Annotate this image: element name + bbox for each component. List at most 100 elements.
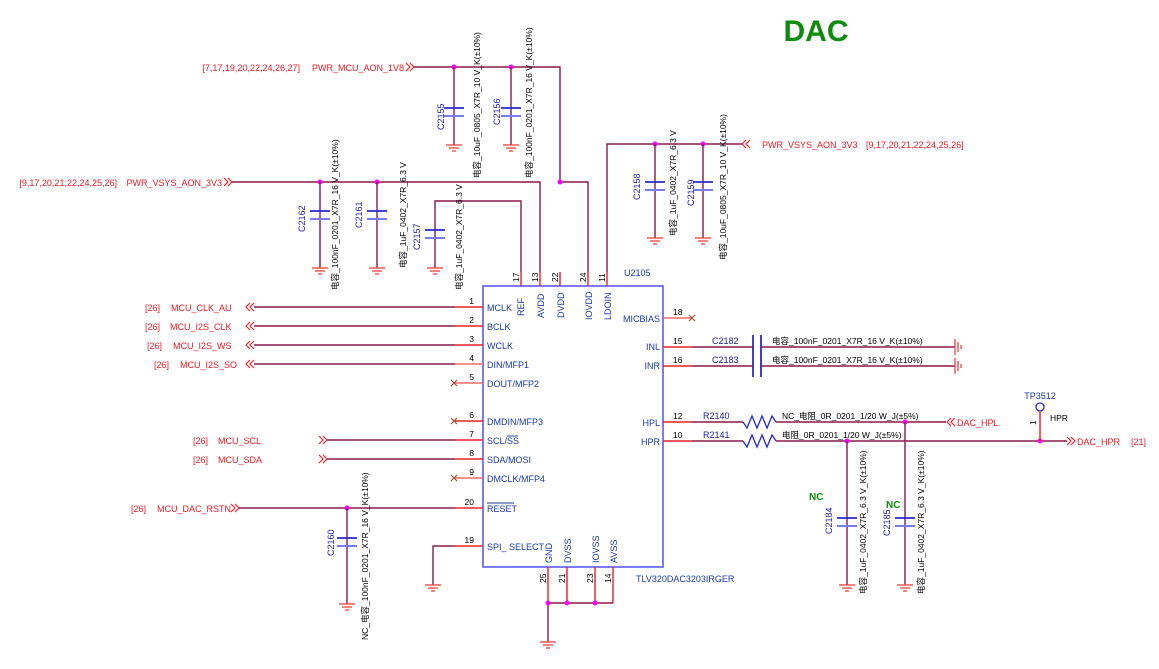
cap-value: 电容_100nF_0201_X7R_16 V_K(±10%)	[330, 139, 340, 290]
net-pages: [9,17,20,21,22,24,25,26]	[19, 178, 117, 188]
net-pages: [26]	[154, 360, 169, 370]
pin-name: IOVSS	[591, 535, 601, 563]
pin-number: 23	[585, 573, 595, 583]
pin-number: 5	[469, 372, 474, 382]
ground-icon	[646, 237, 664, 245]
cap-value: 电容_100nF_0201_X7R_16 V_K(±10%)	[772, 355, 923, 365]
pin-name: SDA/MOSI	[487, 455, 531, 465]
tp-pin-number: 1	[1028, 420, 1038, 425]
pin-number: 18	[673, 307, 683, 317]
resistor-r2141: R2141 电阻_0R_0201_1/20 W_J(±5%) DAC_HPR […	[692, 430, 1146, 449]
capacitor-c2158: C2158 电容_1uF_0402_X7R_6.3 V	[632, 130, 678, 245]
pin-number: 1	[469, 296, 474, 306]
capacitor-c2161: C2161 电容_1uF_0402_X7R_6.3 V	[354, 162, 408, 275]
res-refdes: R2141	[703, 430, 730, 440]
junction-dot	[557, 179, 563, 185]
capacitor-c2185: NC C2185 电容_1uF_0402_X7R_6.3 V_K(±10%)	[882, 422, 926, 594]
ground-icon	[368, 267, 386, 275]
offpage-arrow-icon	[741, 139, 747, 149]
ground-icon	[694, 237, 712, 245]
pin-name: MICBIAS	[623, 314, 660, 324]
nc-marker: NC	[886, 500, 900, 511]
cap-refdes: C2155	[436, 103, 446, 130]
ground-icon	[311, 267, 329, 275]
net-pwr-mcu-aon-1v8: [7,17,19,20,22,24,26,27] PWR_MCU_AON_1V8	[202, 62, 561, 182]
pin-name: AVDD	[536, 293, 546, 318]
resistor-r2140: R2140 NC_电阻_0R_0201_1/20 W_J(±5%) DAC_HP…	[692, 411, 999, 430]
net-pages: [26]	[131, 504, 146, 514]
capacitor-c2157: C2157 电容_1uF_0402_X7R_6.3 V	[412, 184, 522, 290]
ic-u2105: U2105 TLV320DAC3203IRGER 17 13 22 24 11 …	[450, 268, 735, 649]
res-value: 电阻_0R_0201_1/20 W_J(±5%)	[782, 430, 902, 440]
capacitor-c2159: C2159 电容_10uF_0805_X7R_10 V_K(±10%)	[686, 114, 728, 260]
offpage-arrow-icon	[1070, 436, 1076, 446]
pin-name: REF	[516, 297, 526, 316]
right-pins: 18 15 16 12 10 MICBIAS INL INR HPL HPR	[623, 307, 696, 447]
pin-name: MCLK	[487, 303, 512, 313]
pin-name: HPL	[642, 418, 660, 428]
capacitor-c2183: C2183 电容_100nF_0201_X7R_16 V_K(±10%)	[692, 355, 962, 374]
net-mcu-dac-rstn: [26] MCU_DAC_RSTN	[131, 503, 455, 514]
net-mcu-i2s-so: [26] MCU_I2S_SO	[154, 359, 455, 370]
cap-value: 电容_1uF_0402_X7R_6.3 V	[398, 162, 408, 268]
net-pages: [7,17,19,20,22,24,26,27]	[202, 63, 300, 73]
pin-number: 11	[597, 273, 607, 282]
pin-name: SPI_ SELECT	[487, 542, 545, 552]
pin-name: HPR	[641, 437, 661, 447]
net-mcu-clk-au: [26] MCU_CLK_AU	[145, 302, 455, 313]
cap-value: 电容_100nF_0201_X7R_16 V_K(±10%)	[772, 336, 923, 346]
ic-part-number: TLV320DAC3203IRGER	[636, 574, 735, 584]
res-refdes: R2140	[703, 411, 730, 421]
offpage-arrow-icon	[223, 177, 229, 187]
offpage-arrow-icon	[946, 417, 952, 427]
pin-name: BCLK	[487, 322, 511, 332]
no-connect-icon	[450, 379, 458, 482]
net-pages: [21]	[1131, 437, 1146, 447]
net-mcu-sda: [26] MCU_SDA	[193, 454, 455, 465]
testpoint-tp3512: TP3512 1 HPR	[1024, 391, 1068, 441]
pin-number: 4	[469, 353, 474, 363]
no-connect-icon	[688, 314, 696, 322]
net-pages: [26]	[145, 322, 160, 332]
capacitor-c2184: NC C2184 电容_1uF_0402_X7R_6.3 V_K(±10%)	[809, 441, 868, 594]
net-pages: [26]	[147, 341, 162, 351]
net-label: MCU_I2S_WS	[173, 341, 232, 351]
pin-number: 10	[673, 430, 683, 440]
cap-refdes: C2160	[326, 529, 336, 556]
net-mcu-i2s-clk: [26] MCU_I2S_CLK	[145, 321, 455, 332]
net-label: MCU_SDA	[218, 455, 262, 465]
pin-number: 25	[538, 573, 548, 583]
pin-name: DIN/MFP1	[487, 360, 529, 370]
pin-number: 24	[578, 272, 588, 282]
pin-number: 17	[511, 272, 521, 282]
cap-value: 电容_1uF_0402_X7R_6.3 V_K(±10%)	[916, 450, 926, 594]
pin-name: SCL/SS	[487, 436, 519, 446]
capacitor-c2160: C2160 NC_电容_100nF_0201_X7R_16 V_K(±10%)	[326, 472, 370, 640]
pin-name: AVSS	[609, 540, 619, 563]
net-label: PWR_VSYS_AON_3V3	[126, 178, 222, 188]
ground-icon	[426, 267, 444, 275]
net-label: MCU_DAC_RSTN	[157, 504, 231, 514]
pin-name: DVDD	[556, 292, 566, 318]
pin-number: 6	[469, 410, 474, 420]
net-pages: [26]	[193, 436, 208, 446]
net-label: MCU_SCL	[218, 436, 261, 446]
cap-value: 电容_1uF_0402_X7R_6.3 V	[668, 130, 678, 236]
cap-value: 电容_1uF_0402_X7R_6.3 V_K(±10%)	[858, 450, 868, 594]
sheet-title: DAC	[784, 15, 849, 48]
pin-number: 14	[603, 573, 613, 583]
tp-refdes: TP3512	[1024, 391, 1056, 401]
offpage-arrow-icon	[745, 139, 751, 149]
testpoint-icon	[1035, 402, 1045, 412]
cap-refdes: C2161	[354, 201, 364, 228]
capacitor-c2182: C2182 电容_100nF_0201_X7R_16 V_K(±10%)	[692, 335, 962, 377]
pin-number: 21	[557, 573, 567, 583]
tp-net: HPR	[1050, 413, 1068, 423]
ic-body	[482, 285, 664, 568]
pin-name: WCLK	[487, 341, 513, 351]
cap-refdes: C2162	[297, 205, 307, 232]
net-pwr-vsys-aon-3v3-right: PWR_VSYS_AON_3V3 [9,17,20,21,22,24,25,26…	[606, 139, 964, 272]
pin-number: 19	[465, 535, 475, 545]
junction-dot	[592, 600, 598, 606]
